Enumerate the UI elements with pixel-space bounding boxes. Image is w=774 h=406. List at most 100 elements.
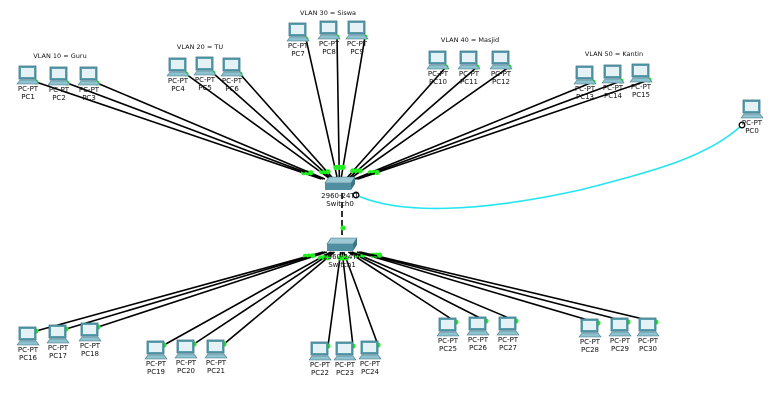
pc-pc17[interactable] <box>46 324 70 344</box>
pc-pc30[interactable] <box>636 317 660 337</box>
link-PC14[interactable] <box>356 80 622 180</box>
pc-pc22[interactable] <box>308 341 332 361</box>
pc-label-line: PC18 <box>80 350 100 358</box>
link-PC27[interactable] <box>351 251 517 322</box>
link-PC20[interactable] <box>193 251 334 345</box>
console-port-icon <box>352 191 360 199</box>
pc-pc26[interactable] <box>466 316 490 336</box>
pc-pc7[interactable] <box>286 22 310 42</box>
pc-pc15[interactable] <box>629 63 653 83</box>
pc-pc9[interactable] <box>345 20 369 40</box>
link-PC9[interactable] <box>340 36 366 180</box>
port-status-icon <box>350 168 356 174</box>
link-PC23[interactable] <box>341 251 354 347</box>
pc-keyboard-icon <box>436 331 460 337</box>
pc-keyboard-icon <box>174 353 198 359</box>
pc-pc28[interactable] <box>578 318 602 338</box>
console-link[interactable] <box>355 124 743 210</box>
pc-label-line: PC-PT <box>427 70 449 78</box>
pc-pc0[interactable] <box>740 99 764 119</box>
pc-pc21[interactable] <box>204 339 228 359</box>
link-PC6[interactable] <box>239 73 335 180</box>
link-PC5[interactable] <box>212 72 333 180</box>
pc-pc8[interactable] <box>317 20 341 40</box>
pc-label-line: PC6 <box>225 85 239 93</box>
pc-label-line: PC-PT <box>167 77 189 85</box>
pc-label-line: PC28 <box>580 346 600 354</box>
pc-keyboard-icon <box>466 330 490 336</box>
pc-pc5[interactable] <box>193 56 217 76</box>
pc-pc25[interactable] <box>436 317 460 337</box>
pc-pc24[interactable] <box>358 340 382 360</box>
link-PC16[interactable] <box>35 251 324 332</box>
link-PC1[interactable] <box>35 81 322 180</box>
pc-pc4[interactable] <box>166 57 190 77</box>
link-PC13[interactable] <box>354 81 594 180</box>
pc-label-line: PC-PT <box>17 346 39 354</box>
link-PC28[interactable] <box>356 251 599 324</box>
pc-pc16[interactable] <box>16 326 40 346</box>
link-PC4[interactable] <box>185 73 331 180</box>
link-PC12[interactable] <box>349 66 510 180</box>
link-PC22[interactable] <box>327 251 342 347</box>
pc-pc1[interactable] <box>16 65 40 85</box>
link-PC8[interactable] <box>336 36 341 180</box>
pc-label-line: PC-PT <box>346 40 368 48</box>
link-PC17[interactable] <box>65 251 326 330</box>
pc-pc10[interactable] <box>426 50 450 70</box>
pc-label-line: PC-PT <box>79 342 101 350</box>
pc-pc3[interactable] <box>77 66 101 86</box>
pc-pc13[interactable] <box>573 65 597 85</box>
pc-keyboard-icon <box>193 70 217 76</box>
pc-pc27[interactable] <box>496 316 520 336</box>
pc-pc12[interactable] <box>489 50 513 70</box>
link-PC29[interactable] <box>358 251 629 323</box>
pc-label-line: PC-PT <box>145 360 167 368</box>
link-PC21[interactable] <box>223 251 335 345</box>
pc-pc23[interactable] <box>333 341 357 361</box>
link-PC10[interactable] <box>345 66 447 180</box>
pc-screen-icon <box>501 319 514 328</box>
pc-pc6[interactable] <box>220 57 244 77</box>
pc-pc19[interactable] <box>144 340 168 360</box>
link-PC24[interactable] <box>342 251 379 346</box>
link-PC2[interactable] <box>66 82 324 180</box>
link-PC3[interactable] <box>96 82 326 180</box>
switch-icon <box>326 237 358 245</box>
switch-0[interactable] <box>324 176 356 190</box>
pc-label-line: PC5 <box>198 84 212 92</box>
vlan-label: VLAN 10 = Guru <box>33 52 86 60</box>
link-PC26[interactable] <box>349 251 487 322</box>
pc-pc2[interactable] <box>47 66 71 86</box>
pc-label-line: PC29 <box>610 345 630 353</box>
pc-label-line: PC-PT <box>287 42 309 50</box>
link-PC15[interactable] <box>357 79 650 180</box>
pc-screen-icon <box>21 68 34 77</box>
pc-pc29[interactable] <box>608 317 632 337</box>
link-PC11[interactable] <box>347 66 478 180</box>
link-PC30[interactable] <box>360 251 657 323</box>
pc-pc20[interactable] <box>174 339 198 359</box>
pc-pc14[interactable] <box>601 64 625 84</box>
console-port-icon <box>738 121 746 129</box>
switch-1[interactable] <box>326 237 358 251</box>
link-PC18[interactable] <box>97 251 328 328</box>
pc-screen-icon <box>198 59 211 68</box>
pc-screen-icon <box>634 66 647 75</box>
pc-pc11[interactable] <box>457 50 481 70</box>
link-PC7[interactable] <box>305 38 339 180</box>
pc-pc18[interactable] <box>78 322 102 342</box>
pc-keyboard-icon <box>220 71 244 77</box>
link-PC19[interactable] <box>163 251 332 346</box>
link-PC25[interactable] <box>347 251 457 323</box>
vlan-label-line: VLAN 40 = Masjid <box>440 36 500 44</box>
